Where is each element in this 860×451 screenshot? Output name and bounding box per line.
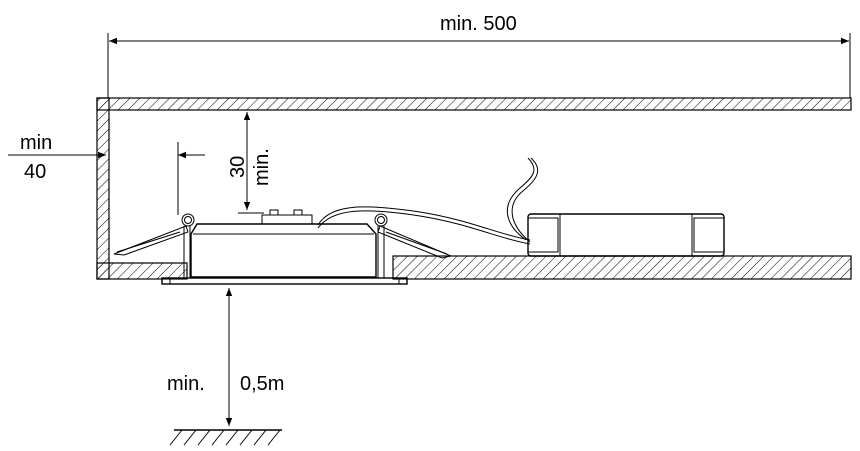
side-clearance-label-line1: min [20,132,52,154]
ceiling-enclosure [96,97,852,280]
floor-distance-prefix: min. [167,373,205,395]
downlight-fixture [113,209,453,285]
floor-distance-value: 0,5m [240,373,284,395]
floor-distance-dimension: min. 0,5m [167,288,284,426]
floor-symbol [169,429,282,446]
side-clearance-dimension: min 40 [8,132,205,215]
top-clearance-dimension: 30 min. [227,112,273,214]
top-wall [96,97,852,111]
connection-cable [317,157,539,245]
bottom-wall-left [96,262,188,280]
width-dimension: min. 500 [107,13,851,98]
bottom-wall-right [392,255,852,280]
width-label: min. 500 [440,13,517,35]
side-clearance-label-line2: 40 [24,161,46,183]
top-clearance-value: 30 [227,156,249,178]
led-driver [527,213,725,257]
left-wall [96,97,110,280]
top-clearance-unit: min. [251,148,273,186]
